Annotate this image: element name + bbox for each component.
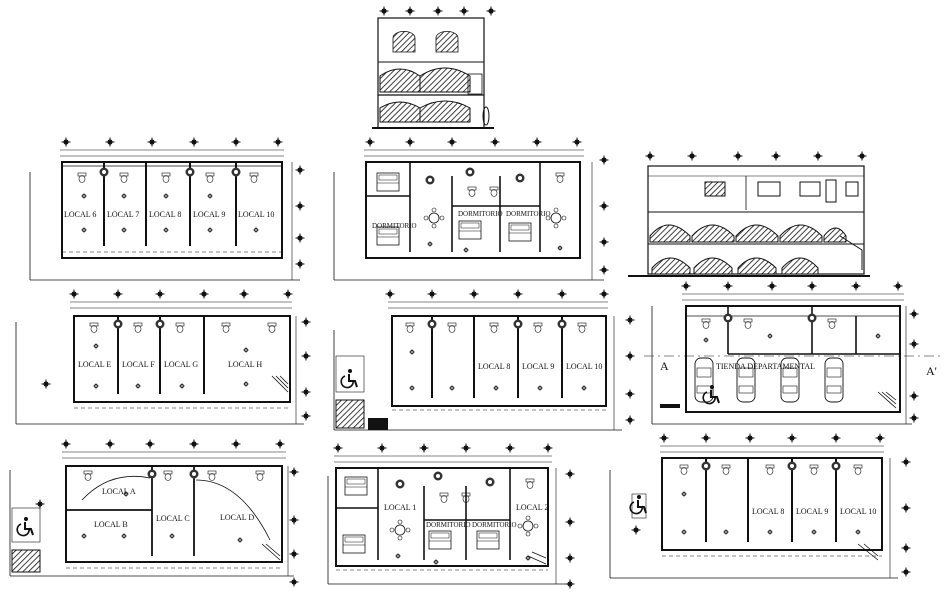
local-label: LOCAL A [102,487,136,496]
plan-top-left: LOCAL 6 LOCAL 7 LOCAL 8 LOCAL 9 LOCAL 10 [29,137,305,281]
room-label: DORMITORIO [372,222,417,230]
local-label: LOCAL H [228,360,262,369]
plan-bottom-middle: LOCAL 1 LOCAL 2 DORMITORIO DORMITORIO [327,443,575,589]
local-label: LOCAL 9 [796,507,828,516]
local-label: LOCAL 9 [193,210,225,219]
accessibility-icon [16,516,34,537]
room-label: DORMITORIO [458,210,503,218]
accessibility-icon [340,368,358,389]
local-label: LOCAL 10 [566,362,602,371]
local-label: LOCAL 1 [384,503,416,512]
local-label: LOCAL 8 [752,507,784,516]
local-label: LOCAL C [156,514,190,523]
room-label: DORMITORIO [472,521,517,529]
section-axis-label: A [660,359,669,373]
plan-bottom-right: LOCAL 8 LOCAL 9 LOCAL 10 [609,433,911,579]
plan-mid-right: A A' TIENDA DEPARTAMENTAL [644,281,940,425]
plan-bottom-left: LOCAL A LOCAL B LOCAL C LOCAL D [9,439,299,587]
section-axis-label: A' [926,364,937,378]
local-label: LOCAL 10 [840,507,876,516]
local-label: LOCAL 8 [478,362,510,371]
local-label: LOCAL F [122,360,155,369]
room-label: DORMITORIO [426,521,471,529]
local-label: LOCAL E [78,360,111,369]
local-label: LOCAL 6 [64,210,96,219]
elevation-top [372,6,496,129]
plan-mid-left: LOCAL E LOCAL F LOCAL G LOCAL H [15,289,311,425]
local-label: LOCAL G [164,360,198,369]
plan-mid-middle: LOCAL 8 LOCAL 9 LOCAL 10 [333,289,635,431]
accessibility-icon [629,494,647,515]
store-label: TIENDA DEPARTAMENTAL [716,362,815,371]
elevation-right [628,151,870,277]
local-label: LOCAL 7 [107,210,139,219]
local-label: LOCAL D [220,513,254,522]
local-label: LOCAL B [94,520,128,529]
elevation-top-markers [379,6,496,16]
local-label: LOCAL 9 [522,362,554,371]
local-label: LOCAL 8 [149,210,181,219]
local-label: LOCAL 10 [238,210,274,219]
local-label: LOCAL 2 [516,503,548,512]
room-label: DORMITORIO [506,210,551,218]
plan-top-middle: DORMITORIO DORMITORIO DORMITORIO [333,137,609,281]
